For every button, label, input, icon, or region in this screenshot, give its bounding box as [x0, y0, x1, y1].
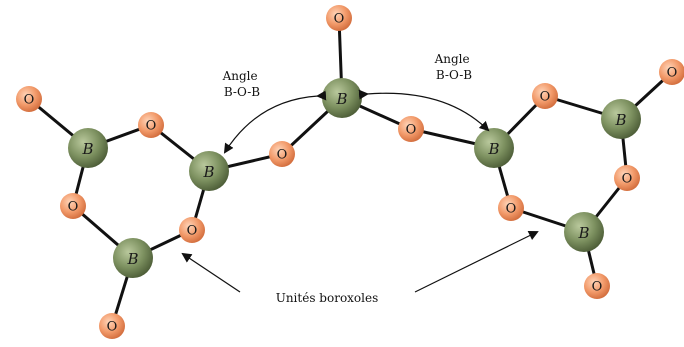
oxygen-atom-o1: O [16, 86, 42, 112]
oxygen-atom-o10: O [659, 59, 684, 85]
atoms-layer: O B O B O O B O O B O O B O B O O O B O [16, 5, 684, 339]
oxygen-sphere [326, 5, 352, 31]
boron-sphere [68, 128, 108, 168]
oxygen-atom-o3: O [60, 193, 86, 219]
boron-sphere [322, 78, 362, 118]
boron-atom-b1: B [68, 128, 108, 168]
bonds-layer [27, 16, 674, 328]
boron-label: B [126, 250, 138, 268]
boron-sphere [564, 212, 604, 252]
boroxol-pointer-left [181, 252, 241, 293]
oxygen-atom-o11: O [614, 165, 640, 191]
oxygen-label: O [592, 280, 603, 295]
boron-sphere [113, 238, 153, 278]
angle-label-left: Angle B-O-B [222, 69, 262, 99]
oxygen-label: O [334, 12, 345, 27]
boroxol-pointer-right [414, 231, 539, 293]
oxygen-sphere [659, 59, 684, 85]
oxygen-sphere [99, 313, 125, 339]
oxygen-sphere [60, 193, 86, 219]
oxygen-sphere [532, 83, 558, 109]
oxygen-label: O [187, 224, 198, 239]
angle-arrow-left [223, 90, 327, 154]
boron-atom-b6: B [601, 99, 641, 139]
oxygen-atom-o4: O [179, 217, 205, 243]
oxygen-label: O [146, 119, 157, 134]
boron-atom-b4: B [322, 78, 362, 118]
boron-sphere [189, 151, 229, 191]
oxygen-atom-o12: O [498, 195, 524, 221]
oxygen-atom-o9: O [532, 83, 558, 109]
boron-label: B [81, 140, 93, 158]
boroxol-units-label: Unités boroxoles [276, 291, 379, 305]
boron-atom-b3: B [113, 238, 153, 278]
oxygen-atom-o8: O [398, 116, 424, 142]
oxygen-label: O [506, 202, 517, 217]
oxygen-sphere [179, 217, 205, 243]
boron-label: B [487, 140, 499, 158]
oxygen-sphere [498, 195, 524, 221]
oxygen-label: O [277, 148, 288, 163]
oxygen-sphere [138, 112, 164, 138]
oxygen-label: O [622, 172, 633, 187]
oxygen-atom-o13: O [584, 273, 610, 299]
oxygen-label: O [107, 320, 118, 335]
angle-label-right: Angle B-O-B [434, 52, 474, 82]
oxygen-atom-o2: O [138, 112, 164, 138]
oxygen-label: O [24, 93, 35, 108]
boron-label: B [577, 224, 589, 242]
oxygen-label: O [68, 200, 79, 215]
boron-label: B [614, 111, 626, 129]
boron-atom-b2: B [189, 151, 229, 191]
angle-arrow-right [358, 89, 490, 132]
oxygen-label: O [406, 123, 417, 138]
boron-sphere [601, 99, 641, 139]
oxygen-sphere [584, 273, 610, 299]
oxygen-atom-o7: O [326, 5, 352, 31]
boron-atom-b7: B [564, 212, 604, 252]
boron-sphere [474, 128, 514, 168]
oxygen-atom-o5: O [99, 313, 125, 339]
oxygen-label: O [667, 66, 678, 81]
oxygen-label: O [540, 90, 551, 105]
boron-label: B [202, 163, 214, 181]
oxygen-atom-o6: O [269, 141, 295, 167]
oxygen-sphere [614, 165, 640, 191]
boron-atom-b5: B [474, 128, 514, 168]
boron-label: B [335, 90, 347, 108]
oxygen-sphere [16, 86, 42, 112]
